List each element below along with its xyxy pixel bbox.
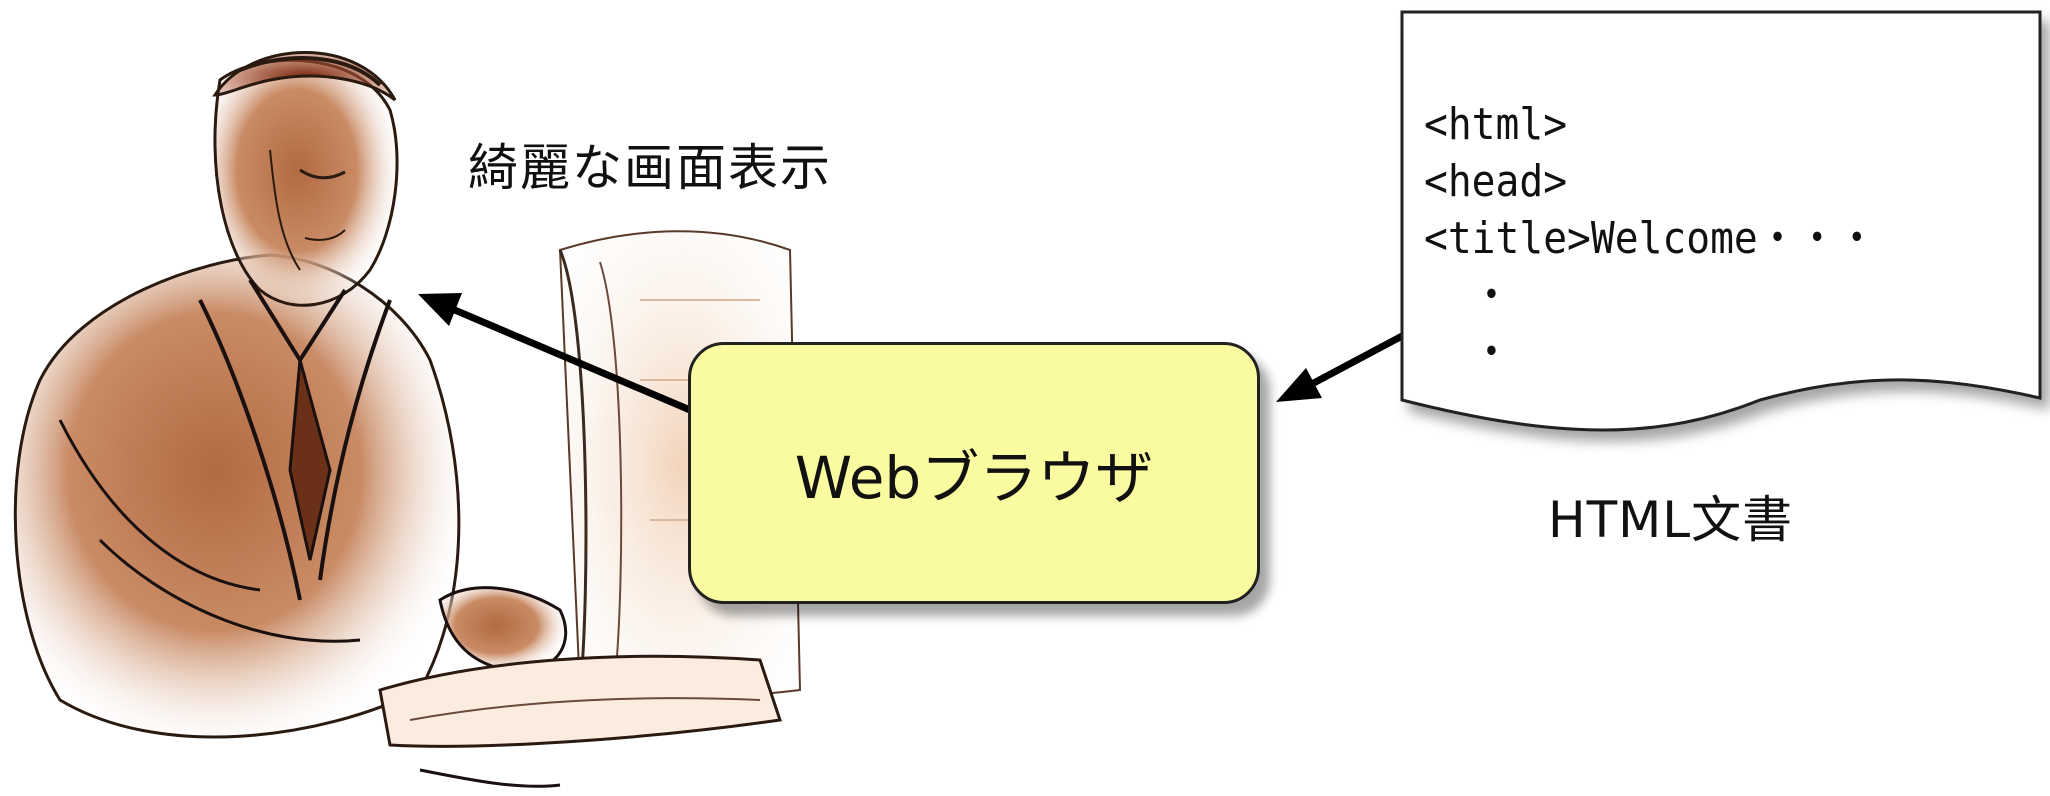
code-line: <html>: [1424, 99, 1568, 150]
arrow-browser-to-display: [418, 293, 692, 414]
html-code-snippet: <html> <head> <title>Welcome・・・ ・ ・: [1424, 96, 1877, 381]
torso-shape: [13, 253, 461, 739]
html-document-shape: [1400, 10, 2042, 432]
arrow-html-to-browser: [1276, 331, 1406, 402]
code-line: ・: [1424, 270, 1512, 321]
web-browser-box: Webブラウザ: [688, 342, 1260, 604]
code-line: <title>Welcome・・・: [1424, 213, 1877, 264]
monitor-edge: [558, 249, 588, 691]
code-line: ・: [1424, 327, 1512, 378]
display-caption: 綺麗な画面表示: [468, 139, 832, 197]
person-illustration: [13, 51, 802, 788]
hand-shape: [438, 586, 568, 674]
code-line: <head>: [1424, 156, 1568, 207]
head-shape: [213, 58, 399, 307]
html-document-caption: HTML文書: [1548, 491, 1794, 549]
web-browser-label: Webブラウザ: [794, 444, 1154, 512]
